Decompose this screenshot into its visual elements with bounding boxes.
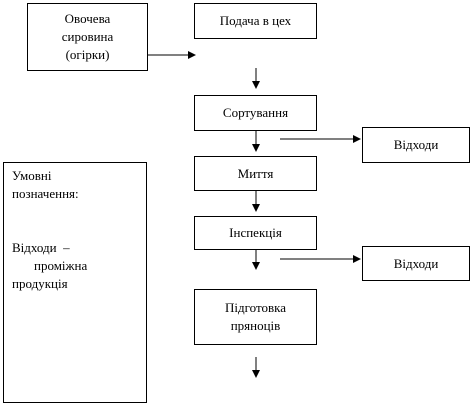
- waste-1-label: Відходи: [393, 137, 439, 152]
- inspection-box: Інспекція: [194, 216, 317, 250]
- spices-line-2: пряноців: [230, 318, 281, 333]
- raw-material-line-1: Овочева: [64, 11, 111, 26]
- sorting-label: Сортування: [222, 105, 289, 120]
- washing-label: Миття: [237, 165, 274, 181]
- feed-box: Подача в цех: [194, 3, 317, 39]
- legend-title-line-1: Умовні: [12, 168, 52, 183]
- spices-line-1: Підготовка: [225, 300, 286, 315]
- raw-material-box: Овочева сировина (огірки): [27, 3, 148, 71]
- legend-text-line-1: Відходи –: [12, 240, 70, 255]
- legend-text-line-2: проміжна: [34, 258, 88, 273]
- legend-title-line-2: позначення:: [12, 186, 79, 201]
- feed-label: Подача в цех: [219, 13, 292, 28]
- legend-box: Умовні позначення: Відходи – проміжна пр…: [3, 162, 147, 403]
- legend-spacer: [12, 203, 140, 239]
- sorting-box: Сортування: [194, 95, 317, 131]
- waste-2-label: Відходи: [393, 255, 439, 271]
- waste-box-2: Відходи: [362, 246, 470, 281]
- inspection-label: Інспекція: [229, 225, 282, 240]
- waste-box-1: Відходи: [362, 127, 470, 163]
- raw-material-line-2: сировина: [61, 29, 114, 44]
- raw-material-line-3: (огірки): [65, 47, 110, 62]
- spices-box: Підготовка пряноців: [194, 289, 317, 345]
- washing-box: Миття: [194, 156, 317, 191]
- legend-text-line-3: продукція: [12, 276, 68, 291]
